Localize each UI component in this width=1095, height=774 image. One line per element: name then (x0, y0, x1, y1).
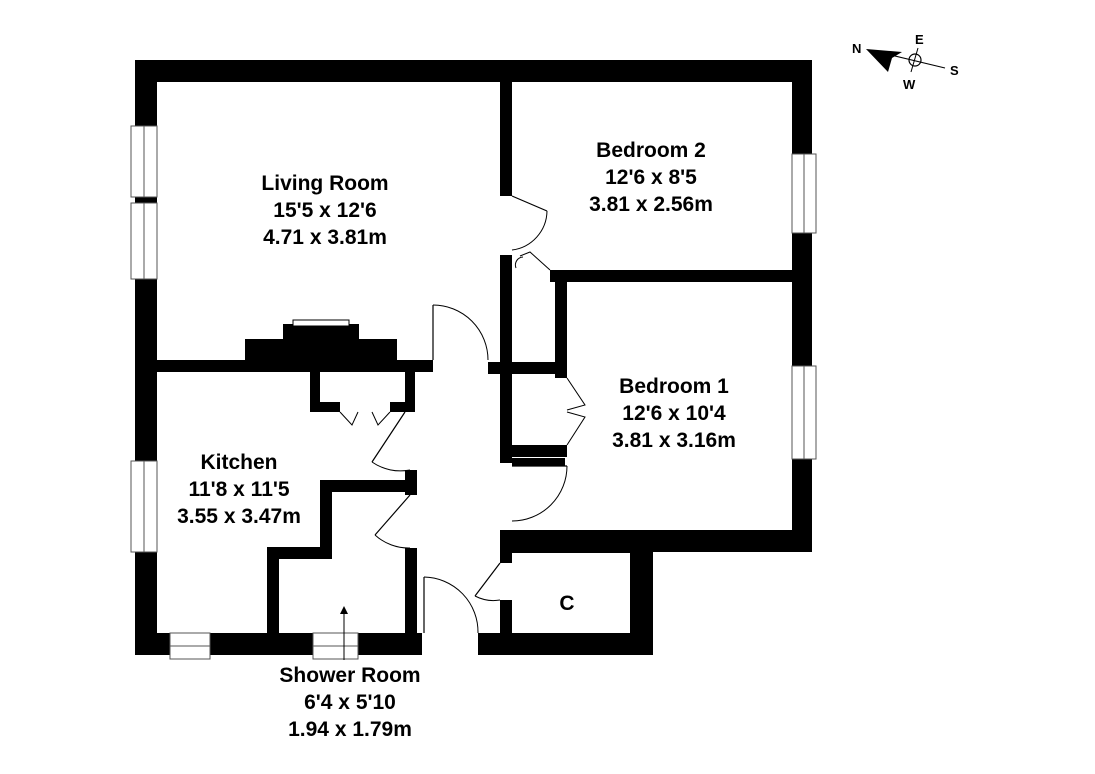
shower-entry-arrow (340, 606, 348, 660)
kitchen-cupboard-bottom-right (390, 402, 415, 412)
living-room-name: Living Room (261, 172, 388, 195)
compass-e: E (915, 32, 924, 47)
kitchen-cupboard-left (310, 372, 320, 410)
kitchen-cupboard-right (405, 372, 415, 412)
fireplace-opening (292, 319, 350, 327)
kitchen-imperial: 11'8 x 11'5 (188, 478, 289, 501)
wall-living-bedroom2-upper (500, 82, 512, 196)
wall-cupboard-top (500, 541, 652, 553)
wardrobe-top (488, 362, 567, 374)
compass-center-icon (908, 53, 922, 67)
bedroom-1-imperial: 12'6 x 10'4 (622, 402, 726, 425)
wall-kitchen-shower-b (320, 480, 332, 557)
shower-room-name: Shower Room (279, 664, 420, 687)
windows (130, 125, 817, 660)
wall-kitchen-shower-c (267, 547, 332, 559)
wall-bedroom2-bedroom1 (550, 270, 792, 282)
wall-bedroom1-door-jamb (512, 458, 565, 466)
doors (339, 195, 586, 634)
door-bedroom2-swing (511, 210, 548, 251)
door-kitchen-swing (371, 461, 411, 472)
walls (135, 60, 812, 655)
wall-cupboard-right (630, 541, 653, 655)
compass: N E S W (852, 32, 959, 92)
door-bedroom2-cupboard (519, 251, 551, 271)
kitchen-name: Kitchen (200, 451, 277, 474)
kitchen-metric: 3.55 x 3.47m (177, 505, 301, 528)
wall-top (135, 60, 812, 82)
wall-cupboard-left-lower (500, 600, 512, 635)
wall-shower-right (405, 548, 417, 636)
door-bedroom1-swing (511, 465, 568, 522)
room-cupboard: C (559, 592, 574, 615)
door-cupboard-leaf (474, 562, 501, 597)
room-bedroom-2: Bedroom 2 12'6 x 8'5 3.81 x 2.56m (589, 139, 713, 216)
wardrobe-bottom (512, 445, 567, 457)
door-front-swing (423, 576, 479, 634)
bedroom-1-metric: 3.81 x 3.16m (612, 429, 736, 452)
door-living-swing (432, 304, 489, 361)
wall-bedroom1-left (555, 270, 567, 378)
bedroom-2-metric: 3.81 x 2.56m (589, 193, 713, 216)
cupboard-label: C (559, 592, 574, 615)
room-bedroom-1: Bedroom 1 12'6 x 10'4 3.81 x 3.16m (612, 375, 736, 452)
door-bedroom2-leaf (511, 195, 548, 212)
wall-living-kitchen (157, 360, 433, 372)
fireplace (245, 339, 397, 361)
room-shower: Shower Room 6'4 x 5'10 1.94 x 1.79m (279, 664, 420, 741)
bedroom-2-name: Bedroom 2 (596, 139, 706, 162)
door-kitchen-cupboard-right (371, 411, 391, 426)
door-shower-swing (374, 534, 411, 549)
living-room-imperial: 15'5 x 12'6 (273, 199, 376, 222)
room-living: Living Room 15'5 x 12'6 4.71 x 3.81m (261, 172, 388, 249)
bedroom-1-name: Bedroom 1 (619, 375, 729, 398)
compass-s: S (950, 63, 959, 78)
door-kitchen-leaf (371, 411, 406, 463)
door-wardrobe-top (566, 377, 586, 411)
compass-ew-axis (910, 47, 919, 73)
compass-w: W (903, 77, 916, 92)
door-shower-leaf (374, 494, 411, 536)
compass-n: N (852, 41, 861, 56)
wall-right (792, 60, 812, 552)
bedroom-2-imperial: 12'6 x 8'5 (605, 166, 697, 189)
fireplace-hearth (283, 324, 359, 340)
living-room-metric: 4.71 x 3.81m (263, 226, 387, 249)
door-kitchen-cupboard-left (339, 411, 359, 426)
shower-room-imperial: 6'4 x 5'10 (304, 691, 396, 714)
door-cupboard-swing (474, 595, 501, 602)
wall-hall-right (500, 255, 512, 463)
wall-bottom-right (478, 633, 653, 655)
wall-kitchen-shower-a (320, 480, 417, 492)
room-kitchen: Kitchen 11'8 x 11'5 3.55 x 3.47m (177, 451, 301, 528)
shower-room-metric: 1.94 x 1.79m (288, 718, 412, 741)
kitchen-cupboard-bottom-left (310, 402, 340, 412)
wall-kitchen-shower-d (267, 547, 279, 637)
door-wardrobe-bottom (566, 411, 586, 446)
compass-north-arrow-icon (866, 49, 902, 72)
